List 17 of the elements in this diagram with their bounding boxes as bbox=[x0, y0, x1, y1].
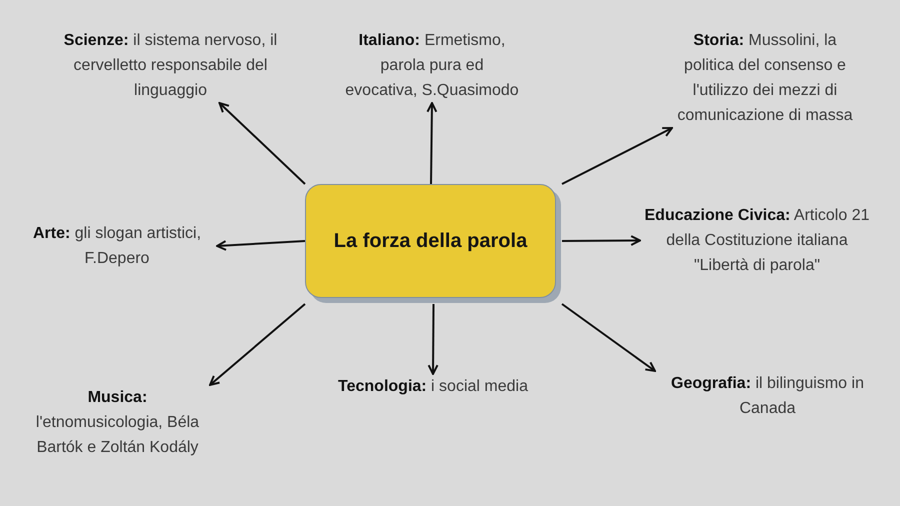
topic-label: Educazione Civica: Articolo 21 della Costituzione italiana "Libertà di parola" bbox=[640, 203, 874, 278]
arrow bbox=[216, 240, 306, 251]
arrow bbox=[562, 235, 641, 246]
arrow bbox=[561, 303, 656, 372]
arrow bbox=[428, 304, 438, 375]
arrow bbox=[426, 102, 438, 184]
topic-label: Arte: gli slogan artistici, F.Depero bbox=[17, 221, 217, 271]
topic-label: Storia: Mussolini, la politica del consenso e l'utilizzo dei mezzi di comunicazione di massa bbox=[672, 28, 858, 128]
topic-label: Italiano: Ermetismo, parola pura ed evocativa, S.Quasimodo bbox=[344, 28, 520, 103]
topic-label: Scienze: il sistema nervoso, il cervelletto responsabile del linguaggio bbox=[48, 28, 293, 103]
arrow bbox=[562, 127, 673, 185]
topic-label: Geografia: il bilinguismo in Canada bbox=[655, 371, 880, 421]
central-topic-title: La forza della parola bbox=[334, 229, 528, 254]
topic-label: Tecnologia: i social media bbox=[323, 374, 543, 399]
arrow bbox=[218, 102, 306, 185]
topic-label: Musica: l'etnomusicologia, Béla Bartók e Zoltán Kodály bbox=[25, 385, 210, 460]
arrow bbox=[209, 303, 306, 386]
